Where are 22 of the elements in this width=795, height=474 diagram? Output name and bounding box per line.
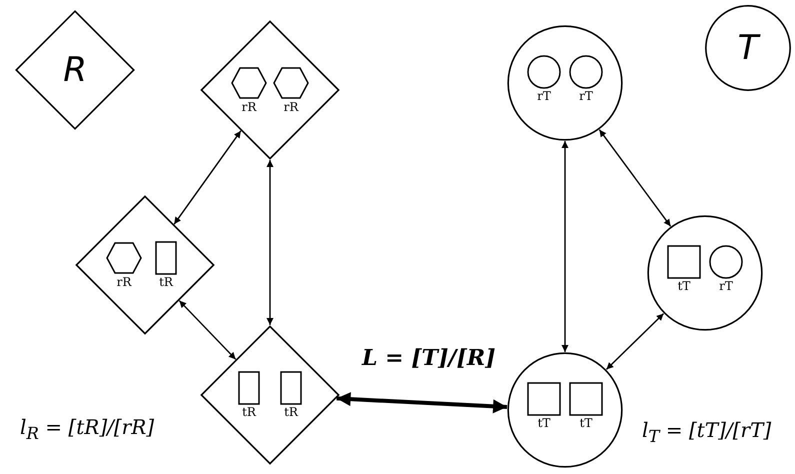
subunit-label: tR [283, 405, 300, 419]
subunit-label: rR [282, 100, 300, 114]
double-arrow [562, 141, 568, 352]
subunit-label: tT [676, 279, 692, 293]
double-arrow [266, 160, 274, 325]
subunit-label: rT [536, 89, 552, 103]
state-label: T [738, 28, 758, 68]
subunit-label: rR [116, 275, 133, 289]
subunit-label: tR [241, 405, 258, 419]
double-arrow [336, 392, 508, 414]
double-arrow [606, 313, 664, 370]
double-arrow [174, 130, 242, 225]
state-label: R [63, 50, 87, 90]
subunit-label: rT [578, 89, 594, 103]
subunit-label: rR [240, 100, 258, 114]
double-arrow [598, 129, 672, 227]
subunit-label: tT [578, 416, 594, 430]
double-arrow [178, 300, 236, 360]
subunit-label: tT [536, 416, 552, 430]
subunit-label: rT [718, 279, 734, 293]
subunit-label: tR [158, 275, 174, 289]
edge-label: L = [T]/[R] [360, 345, 498, 371]
